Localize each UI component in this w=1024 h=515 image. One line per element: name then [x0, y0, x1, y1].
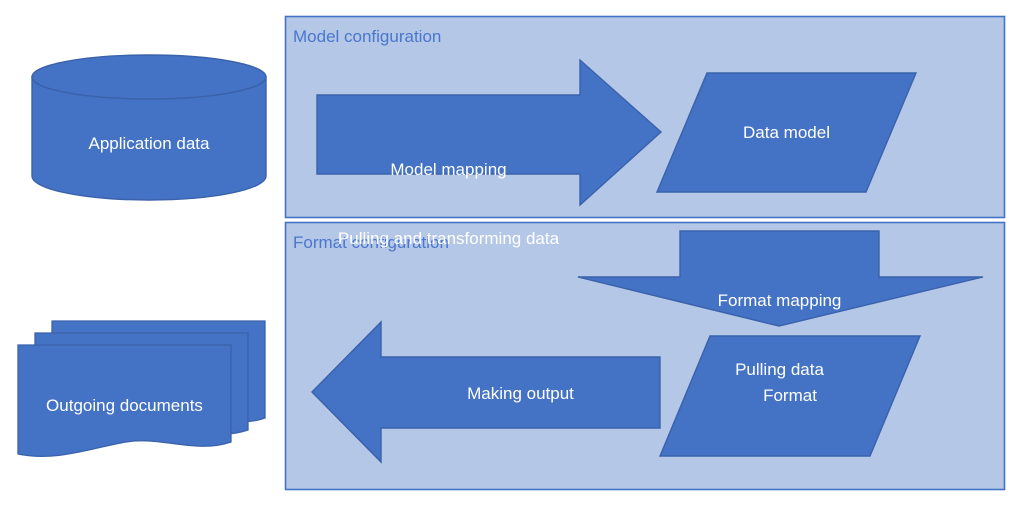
node-format[interactable]: [658, 335, 922, 457]
arrow-model-mapping[interactable]: [316, 58, 663, 207]
node-data-model[interactable]: [655, 72, 918, 193]
document-front: [17, 344, 232, 458]
panel-title-format-configuration: Format configuration: [293, 233, 449, 252]
cylinder-top: [31, 54, 267, 100]
arrow-making-output[interactable]: [311, 320, 661, 464]
panel-title-model-configuration: Model configuration: [293, 27, 442, 46]
cylinder-body: [31, 76, 267, 201]
arrow-format-mapping[interactable]: [577, 230, 984, 327]
node-application-data[interactable]: [31, 54, 267, 201]
node-outgoing-documents[interactable]: [17, 320, 266, 458]
